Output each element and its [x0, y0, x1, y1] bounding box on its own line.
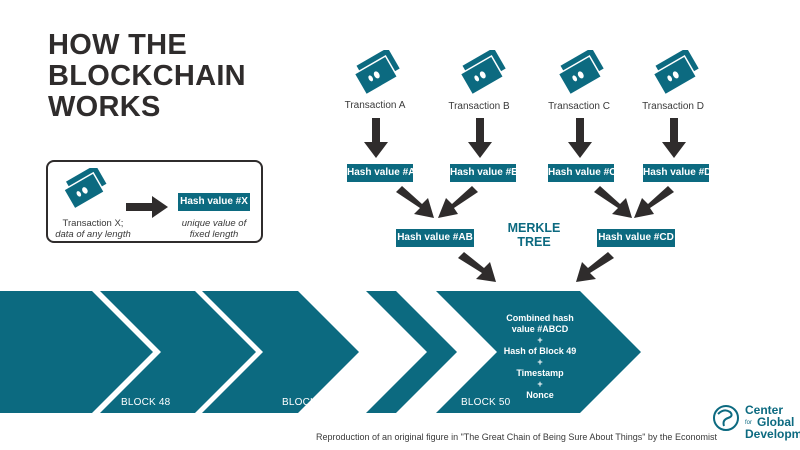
cgd-logo: Center for Global Development [745, 404, 800, 440]
block-50-lead [366, 291, 457, 413]
legend-tx-line2: data of any length [55, 229, 131, 240]
legend-tx-desc: Transaction X; data of any length [52, 218, 134, 240]
block-49-label: BLOCK 49 [282, 397, 332, 408]
globe-icon [713, 405, 739, 431]
block-50-shape [436, 291, 641, 413]
block-50-label: BLOCK 50 [461, 397, 511, 408]
document-stack-icon [353, 50, 400, 96]
title-line-3: WORKS [48, 91, 161, 123]
combined-hash-line1: Combined hash [506, 313, 574, 323]
diagonal-arrow-icon [594, 186, 632, 218]
arrow-down-icon [364, 118, 388, 158]
logo-line2: Global [757, 415, 795, 429]
arrow-down-icon [468, 118, 492, 158]
diagonal-arrow-icon [396, 186, 434, 218]
document-stack-icon [557, 50, 604, 96]
page-title: HOW THE BLOCKCHAIN WORKS [48, 30, 308, 123]
hash-cd: Hash value #CD [597, 229, 675, 247]
diagonal-arrow-icon [438, 186, 478, 218]
legend-hash-desc-line2: fixed length [189, 229, 239, 240]
arrow-down-icon [662, 118, 686, 158]
hash-c: Hash value #C [548, 164, 616, 182]
document-stack-icon [652, 50, 699, 96]
block-48-shape [0, 291, 153, 413]
combined-hash-line2: value #ABCD [511, 324, 569, 334]
transaction-a-label: Transaction A [344, 100, 406, 111]
transaction-b-label: Transaction B [448, 101, 510, 112]
hash-a: Hash value #A [347, 164, 415, 182]
transaction-d-label: Transaction D [642, 101, 704, 112]
merkle-tree-label: MERKLE TREE [502, 221, 566, 249]
timestamp-label: Timestamp [516, 368, 564, 378]
hash-ab: Hash value #AB [396, 229, 474, 247]
diagonal-arrow-icon [458, 252, 496, 282]
logo-line3: Development [745, 427, 800, 441]
logo-line1: Center [745, 403, 784, 417]
plus-sign: + [537, 335, 543, 345]
hash-d: Hash value #D [643, 164, 711, 182]
diagonal-arrow-icon [576, 252, 614, 282]
legend-hash-desc: unique value of fixed length [172, 218, 256, 240]
hash-of-block-49: Hash of Block 49 [503, 346, 577, 356]
caption: Reproduction of an original figure in "T… [316, 432, 717, 442]
document-stack-icon [459, 50, 506, 96]
diagonal-arrow-icon [634, 186, 674, 218]
block-49-shape [100, 291, 256, 413]
title-line-2: BLOCKCHAIN [48, 60, 246, 92]
block-49-main [202, 291, 359, 413]
plus-sign: + [537, 379, 543, 389]
merkle-line2: TREE [517, 235, 551, 249]
legend-box [46, 160, 263, 243]
transaction-c-label: Transaction C [548, 101, 610, 112]
block-50-contents: Combined hash value #ABCD + Hash of Bloc… [488, 313, 592, 401]
legend-tx-line1: Transaction X; [62, 218, 124, 229]
legend-hash-label: Hash value #X [178, 193, 250, 211]
hash-b: Hash value #B [450, 164, 518, 182]
title-line-1: HOW THE [48, 29, 188, 61]
nonce-label: Nonce [526, 390, 554, 400]
merkle-line1: MERKLE [507, 221, 561, 235]
block-chain [0, 291, 641, 413]
document-stack-icon [62, 168, 107, 208]
arrow-right-icon [126, 196, 168, 218]
logo-for: for [745, 420, 753, 426]
arrow-down-icon [568, 118, 592, 158]
block-48-label: BLOCK 48 [121, 397, 171, 408]
plus-sign: + [537, 357, 543, 367]
legend-hash-desc-line1: unique value of [181, 218, 247, 229]
